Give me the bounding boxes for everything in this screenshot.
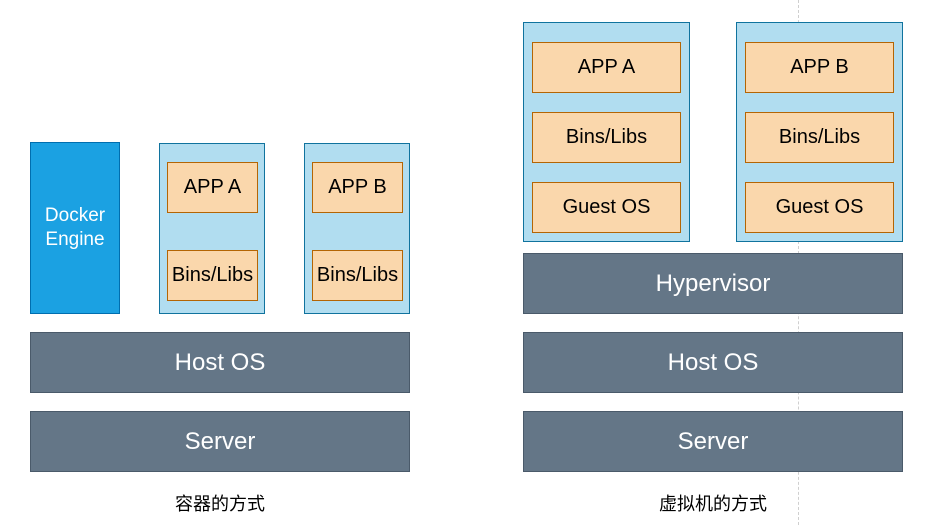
vm-b-libs-label: Bins/Libs (778, 126, 861, 148)
container-host-os-layer: Host OS (30, 332, 410, 393)
vm-a-libs-box: Bins/Libs (532, 112, 681, 163)
container-b-app-box: APP B (312, 162, 403, 213)
container-server-label: Server (184, 427, 256, 455)
vm-hypervisor-layer: Hypervisor (523, 253, 903, 314)
vm-b-app-label: APP B (790, 56, 849, 78)
vm-a-libs-label: Bins/Libs (565, 126, 648, 148)
vm-host-os-label: Host OS (667, 348, 759, 376)
container-host-os-label: Host OS (174, 348, 266, 376)
container-server-layer: Server (30, 411, 410, 472)
vm-a-app-label: APP A (577, 56, 636, 78)
vm-b-app-box: APP B (745, 42, 894, 93)
docker-engine-line2: Engine (45, 229, 105, 250)
vm-caption: 虚拟机的方式 (659, 494, 767, 515)
vm-b-guest-os-label: Guest OS (775, 196, 864, 218)
vm-server-layer: Server (523, 411, 903, 472)
vm-host-os-layer: Host OS (523, 332, 903, 393)
container-a-app-label: APP A (183, 176, 242, 198)
vm-hypervisor-label: Hypervisor (655, 269, 771, 297)
docker-engine-line1: Docker (44, 205, 106, 226)
container-b-libs-box: Bins/Libs (312, 250, 403, 301)
container-a-libs-box: Bins/Libs (167, 250, 258, 301)
vm-server-label: Server (677, 427, 749, 455)
vm-a-guest-os-label: Guest OS (562, 196, 651, 218)
vm-b-guest-os-box: Guest OS (745, 182, 894, 233)
container-b-libs-label: Bins/Libs (316, 264, 399, 286)
docker-engine-block: Docker Engine (30, 142, 120, 314)
vm-b-libs-box: Bins/Libs (745, 112, 894, 163)
container-a-libs-label: Bins/Libs (171, 264, 254, 286)
container-b-app-label: APP B (328, 176, 387, 198)
container-a-app-box: APP A (167, 162, 258, 213)
vm-a-guest-os-box: Guest OS (532, 182, 681, 233)
vm-a-app-box: APP A (532, 42, 681, 93)
container-caption: 容器的方式 (175, 494, 265, 515)
